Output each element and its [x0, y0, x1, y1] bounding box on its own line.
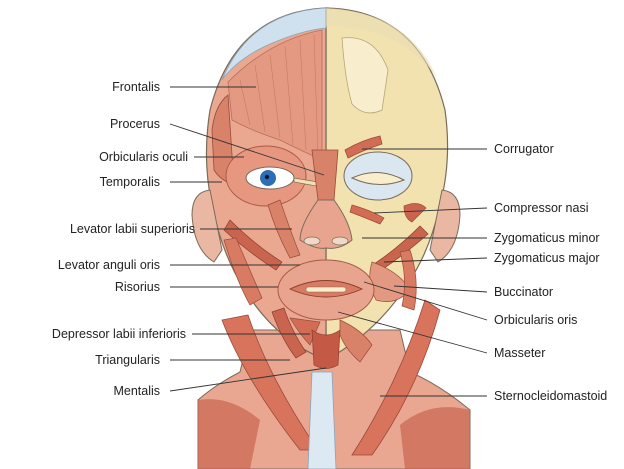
mentalis-muscle — [312, 330, 340, 369]
pupil-left — [265, 175, 269, 179]
label-zygomaticus-major: Zygomaticus major — [494, 251, 600, 265]
label-compressor-nasi: Compressor nasi — [494, 201, 588, 215]
label-levator-anguli-oris: Levator anguli oris — [58, 258, 160, 272]
label-zygomaticus-minor: Zygomaticus minor — [494, 231, 600, 245]
trachea — [308, 372, 336, 469]
label-orbicularis-oculi: Orbicularis oculi — [99, 150, 188, 164]
label-levator-labii-superioris: Levator labii superioris — [70, 222, 195, 236]
label-corrugator: Corrugator — [494, 142, 554, 156]
label-risorius: Risorius — [115, 280, 160, 294]
label-buccinator: Buccinator — [494, 285, 553, 299]
nostril-left — [304, 237, 320, 245]
label-frontalis: Frontalis — [112, 80, 160, 94]
label-depressor-labii-inferioris: Depressor labii inferioris — [52, 327, 186, 341]
label-procerus: Procerus — [110, 117, 160, 131]
nostril-right — [332, 237, 348, 245]
teeth — [306, 287, 346, 292]
label-orbicularis-oris: Orbicularis oris — [494, 313, 577, 327]
label-triangularis: Triangularis — [95, 353, 160, 367]
labels-right: Corrugator Compressor nasi Zygomaticus m… — [494, 142, 607, 403]
label-temporalis: Temporalis — [100, 175, 160, 189]
labels-left: Frontalis Procerus Orbicularis oculi Tem… — [52, 80, 195, 398]
label-masseter: Masseter — [494, 346, 545, 360]
label-mentalis: Mentalis — [113, 384, 160, 398]
label-sternocleidomastoid: Sternocleidomastoid — [494, 389, 607, 403]
